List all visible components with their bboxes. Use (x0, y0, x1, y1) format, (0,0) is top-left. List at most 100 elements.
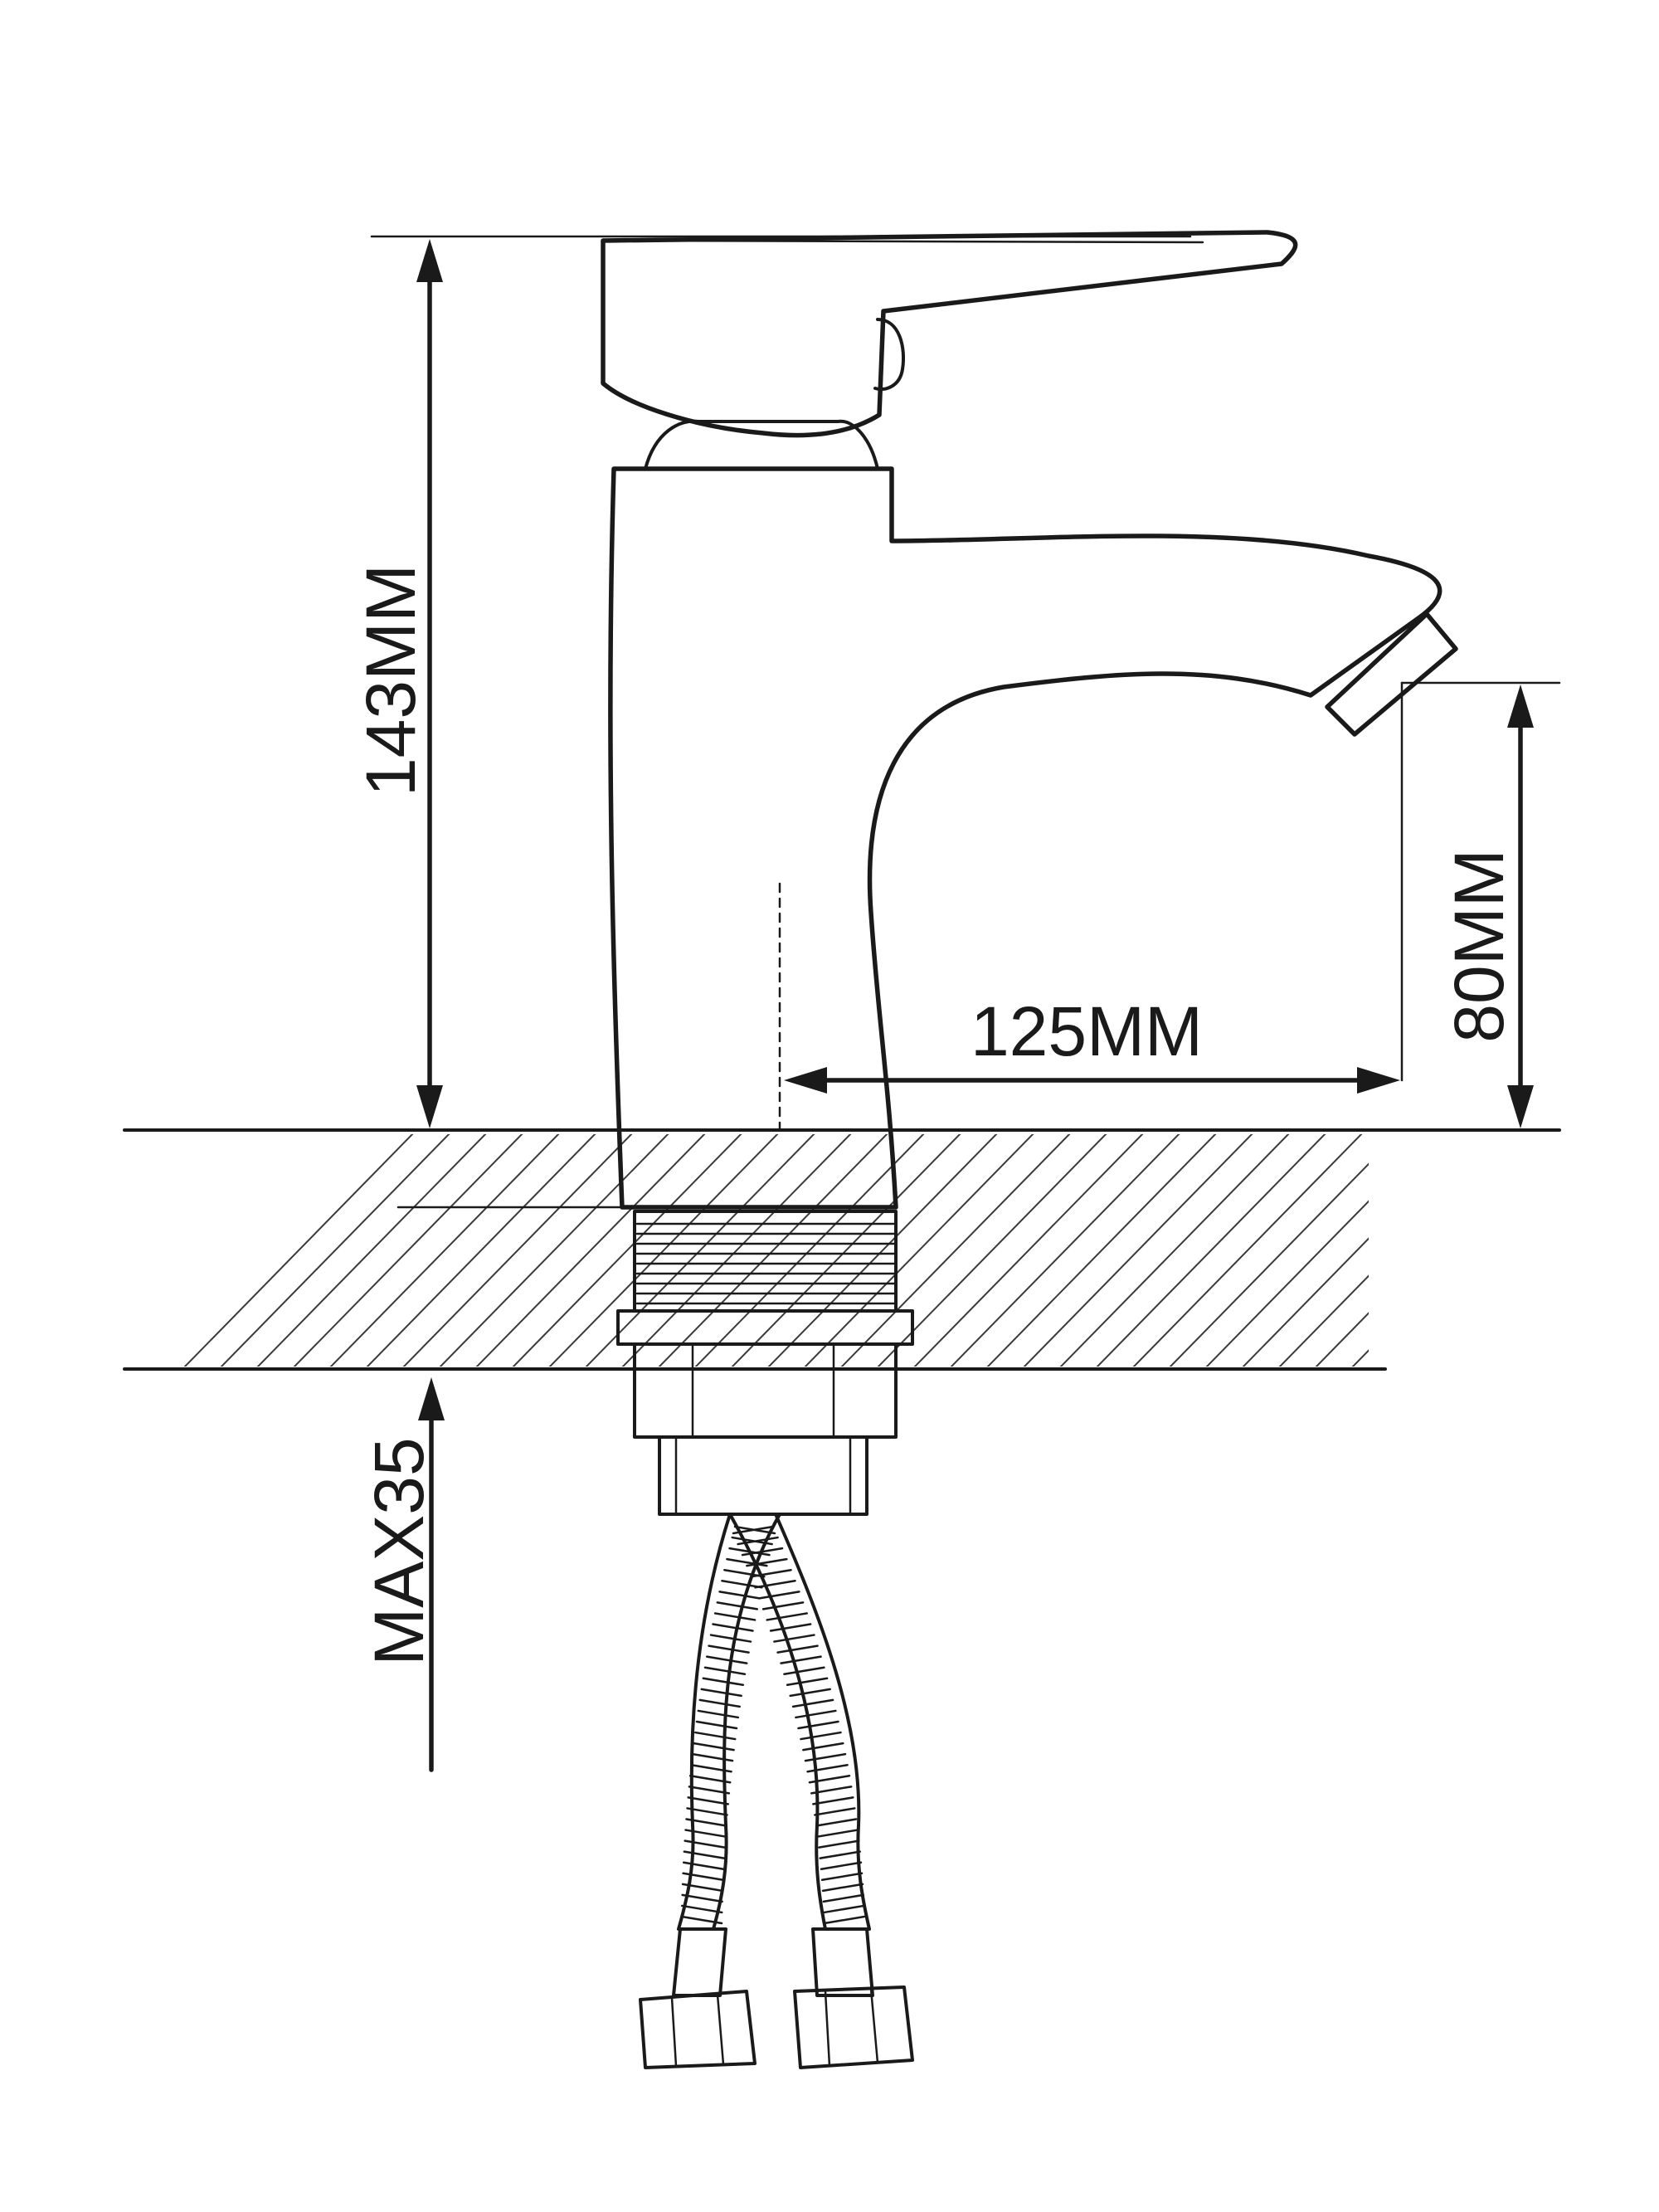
hose-coil (700, 1688, 742, 1698)
locking-nut (658, 1435, 868, 1516)
hose-coil (716, 1601, 759, 1610)
hose-coil (780, 1655, 822, 1664)
hose-coil (795, 1709, 837, 1719)
hose-coil (695, 1720, 738, 1730)
hose-right (728, 1513, 827, 1931)
hose-coil (812, 1796, 854, 1805)
hatch-line (475, 1134, 706, 1367)
hose-coil (802, 1742, 844, 1752)
hose-coil (698, 1698, 741, 1708)
hose-coil (816, 1829, 859, 1838)
hatch-line (329, 1134, 560, 1367)
hatch-line (1278, 1274, 1369, 1367)
hatch-line (184, 1134, 414, 1367)
hose-coil (808, 1775, 851, 1784)
hose-coil (728, 1547, 771, 1557)
hose-coil (687, 1796, 729, 1805)
hose-fitting-left (672, 1927, 727, 1997)
hose-coil (726, 1557, 768, 1567)
hose-coil (712, 1623, 754, 1632)
dimension-total-height: 143MM (352, 239, 443, 1128)
hose-coil (681, 1883, 724, 1893)
hose-coil (750, 1568, 792, 1578)
dimension-spout-reach: 125MM (784, 992, 1400, 1094)
hose-coil (754, 1580, 796, 1589)
mounting-assembly (616, 1210, 914, 2069)
hose-coil (797, 1720, 839, 1730)
hatch-line (1096, 1134, 1326, 1367)
hose-coil (761, 1601, 805, 1610)
hose-coil (681, 1904, 723, 1914)
hose-coil (758, 1591, 800, 1600)
hatch-line (621, 1134, 852, 1367)
hatch-line (1423, 1130, 1657, 1369)
hatch-line (366, 1134, 596, 1367)
hose-coil (789, 1688, 831, 1698)
hatch-line (1533, 1130, 1659, 1369)
hose-coil (681, 1893, 723, 1903)
hatch-line (1242, 1237, 1369, 1367)
hatch-line (1387, 1130, 1621, 1369)
hatch-line (1460, 1130, 1659, 1369)
hose-coil (791, 1698, 834, 1708)
dimension-spout-height: 80MM (1440, 685, 1534, 1128)
hatch-line (913, 1134, 1144, 1367)
hose-coil (818, 1839, 860, 1849)
hatch-line (986, 1134, 1217, 1367)
countertop-hatching (184, 1130, 1659, 1369)
hose-coil (709, 1634, 752, 1643)
hose-coil (800, 1731, 842, 1741)
hose-coil (814, 1807, 856, 1816)
hose-coil (821, 1883, 864, 1893)
aerator (1325, 611, 1458, 737)
hose-coil (708, 1644, 750, 1654)
hose-coil (823, 1904, 865, 1914)
hose-coil (713, 1612, 757, 1621)
hatch-line (1169, 1162, 1369, 1367)
lever-handle (601, 230, 1298, 438)
hose-coil (769, 1623, 812, 1632)
hatch-line (1315, 1312, 1369, 1367)
hatch-line (1132, 1134, 1363, 1367)
hatch-line (1496, 1130, 1659, 1369)
max-thickness-label: MAX35 (360, 1437, 438, 1665)
hose-coil (685, 1818, 727, 1827)
hose-coil (721, 1580, 763, 1589)
hose-coil (776, 1644, 819, 1654)
hatch-line (950, 1134, 1180, 1367)
hose-coil (783, 1666, 825, 1675)
hatch-line (804, 1134, 1034, 1367)
hose-coil (697, 1709, 740, 1719)
hose-coil (732, 1525, 775, 1535)
hose-coil (693, 1742, 735, 1752)
shank-threads (635, 1222, 896, 1305)
hatch-line (694, 1134, 925, 1367)
hose-coil (694, 1731, 737, 1741)
hose-coil (766, 1612, 808, 1621)
hatch-line (1569, 1130, 1659, 1369)
hatch-line (220, 1134, 450, 1367)
hose-coil (690, 1763, 732, 1773)
spout-reach-label: 125MM (971, 992, 1203, 1070)
hose-coil (680, 1915, 723, 1925)
hose-coil (682, 1872, 724, 1882)
hose-coil (684, 1839, 726, 1849)
hose-braiding (680, 1525, 866, 1925)
hose-nut-left (639, 1990, 757, 2069)
hose-coil (806, 1763, 849, 1773)
hose-coil (786, 1677, 829, 1687)
hose-fitting-right (811, 1927, 874, 1997)
dimension-max-thickness: MAX35 (360, 1377, 445, 1772)
hose-coil (688, 1786, 731, 1795)
hose-left (712, 1513, 781, 1931)
hatch-line (402, 1134, 633, 1367)
hatch-line (256, 1134, 487, 1367)
mounting-nut (633, 1342, 898, 1439)
spout-height-label: 80MM (1440, 849, 1518, 1042)
hatch-line (1059, 1134, 1290, 1367)
hose-coil (688, 1775, 732, 1784)
hose-coil (684, 1829, 727, 1838)
hatch-line (840, 1134, 1071, 1367)
countertop (123, 1128, 1659, 1371)
